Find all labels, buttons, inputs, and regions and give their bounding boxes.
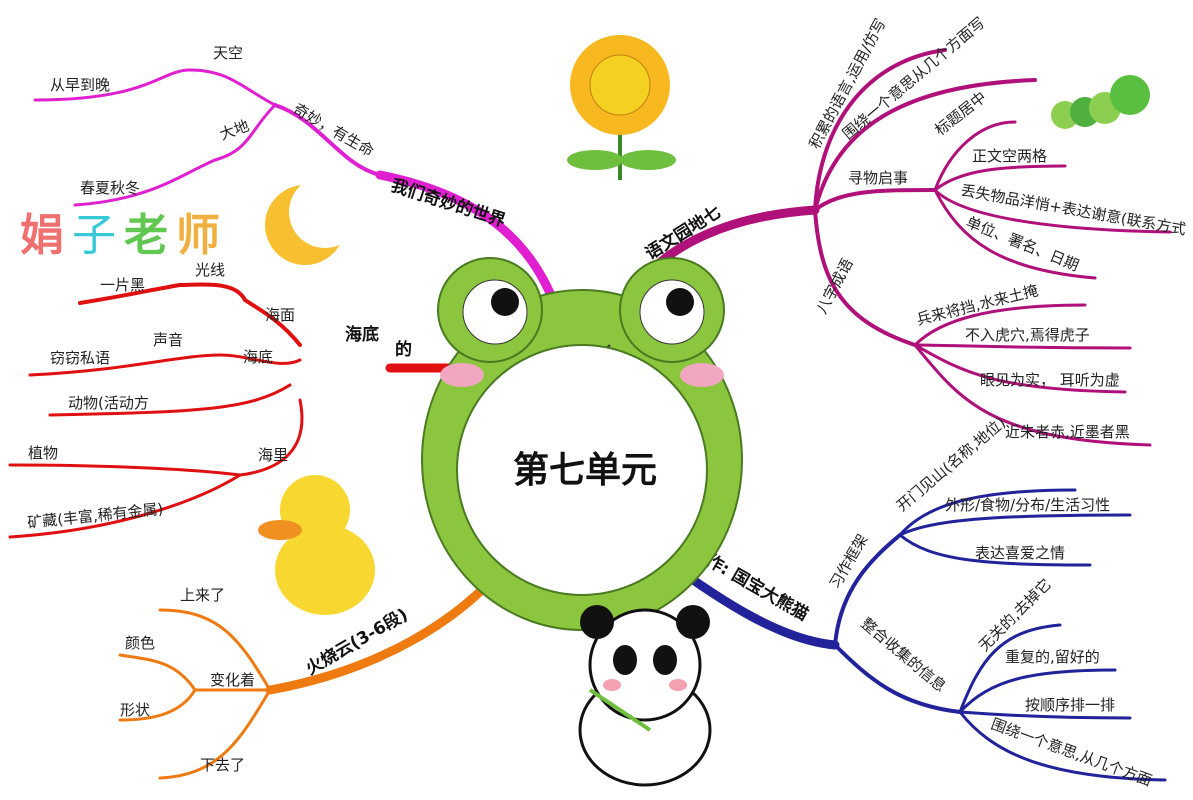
branch-world-label: 我们奇妙的世界 — [388, 175, 508, 232]
sea-bottom: 海底 — [243, 348, 273, 366]
cloud-change: 变化着 — [210, 671, 255, 689]
idiom-1: 兵来将挡,水来土掩 — [915, 281, 1040, 329]
sea-sound: 声音 — [153, 331, 183, 349]
world-sub: 奇妙，有生命 — [290, 100, 377, 161]
info-item-3: 按顺序排一排 — [1025, 696, 1115, 714]
duck-illustration — [258, 475, 375, 615]
sea-life: 海里 — [258, 446, 288, 464]
world-sky-leaf: 从早到晚 — [50, 76, 110, 94]
sea-light-leaf: 一片黑 — [100, 276, 145, 294]
idiom-4: 近朱者赤,近墨者黑 — [1005, 423, 1130, 441]
frog-center: 第七单元 — [421, 257, 743, 631]
sea-sound-leaf: 窃窃私语 — [50, 349, 110, 367]
branch-world-line — [375, 170, 560, 310]
cloud-down: 下去了 — [200, 756, 245, 774]
svg-text:娟: 娟 — [20, 210, 64, 261]
notice-item-2: 正文空两格 — [972, 147, 1047, 165]
garden-notice: 寻物启事 — [848, 169, 908, 187]
center-circle — [456, 344, 708, 596]
sea-surface: 海面 — [265, 306, 295, 324]
cloud-up: 上来了 — [180, 586, 225, 604]
info-item-2: 重复的,留好的 — [1005, 648, 1100, 666]
frame-item-2: 外形/食物/分布/生活习性 — [945, 496, 1110, 514]
sea-animals: 动物(活动方 — [68, 394, 149, 412]
sunflower-illustration — [567, 35, 676, 180]
branch-sea-label-a: 海底 — [345, 324, 379, 345]
garden-item-2: 围绕一个意思从几个方面写 — [839, 14, 988, 144]
world-sky: 天空 — [213, 44, 243, 62]
svg-text:老: 老 — [124, 210, 168, 261]
sea-light: 光线 — [195, 261, 225, 279]
svg-text:子: 子 — [72, 210, 116, 261]
panda-illustration — [578, 605, 712, 787]
panda-frame: 习作框架 — [826, 531, 872, 592]
cloud-shape: 形状 — [120, 701, 150, 719]
branch-sea-label-b: 的 — [395, 339, 412, 360]
caterpillar-illustration — [1051, 75, 1150, 129]
branch-sea: 海底 的 海面 光线 一片黑 海底 声音 窃窃私语 动物(活动方 海里 植物 矿… — [8, 261, 465, 539]
frame-item-3: 表达喜爱之情 — [975, 544, 1065, 562]
world-earth-leaf: 春夏秋冬 — [80, 179, 140, 197]
center-title: 第七单元 — [513, 450, 657, 491]
info-item-1: 无关的,去掉它 — [975, 575, 1055, 655]
svg-text:师: 师 — [176, 210, 220, 261]
sea-plants: 植物 — [28, 444, 58, 462]
moon-illustration — [265, 176, 361, 265]
panda-info: 整合收集的信息 — [857, 614, 949, 695]
cloud-color: 颜色 — [125, 634, 155, 652]
idiom-3: 眼见为实， 耳听为虚 — [980, 371, 1120, 389]
idiom-2: 不入虎穴,焉得虎子 — [965, 326, 1090, 344]
watermark: 娟 子 老 师 — [20, 210, 220, 261]
